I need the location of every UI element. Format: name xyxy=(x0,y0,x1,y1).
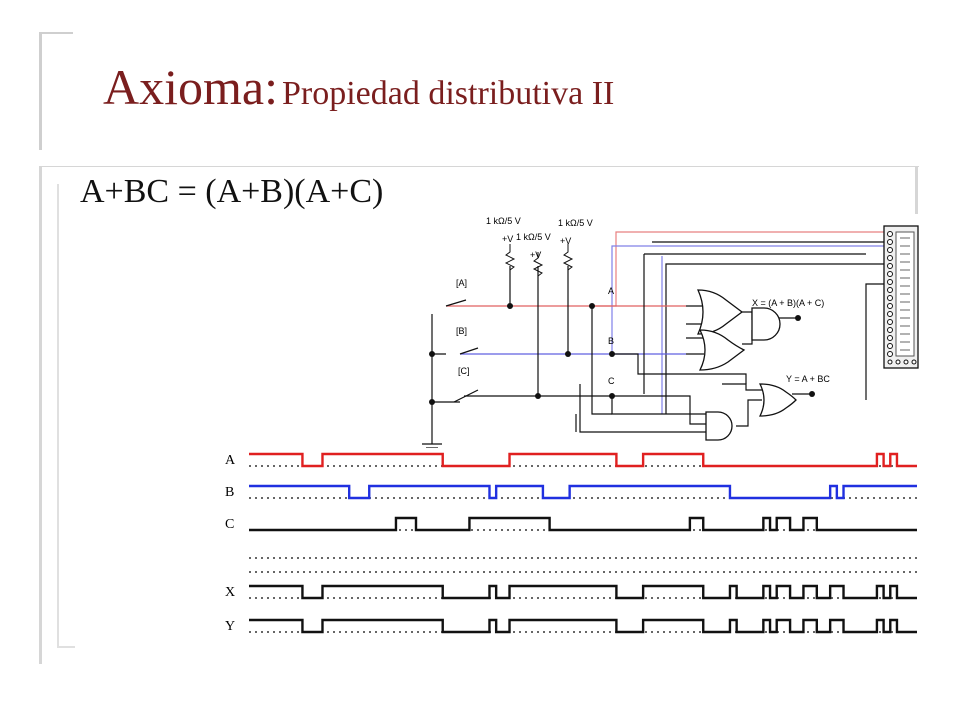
content-frame xyxy=(39,166,919,664)
bullet-bracket xyxy=(57,184,75,648)
switch-b-label: [B] xyxy=(456,326,467,336)
signal-label-a: A xyxy=(225,453,236,468)
resistor-3-label: 1 kΩ/5 V xyxy=(558,218,593,228)
supply-1-label: +V xyxy=(502,234,513,244)
switch-b xyxy=(459,347,479,355)
resistor-3 xyxy=(562,244,574,274)
resistor-1-label: 1 kΩ/5 V xyxy=(486,216,521,226)
supply-2-label: +V xyxy=(530,250,541,260)
title-bracket xyxy=(39,32,73,150)
or-gate-y xyxy=(758,383,797,417)
or-gate-a-b xyxy=(696,289,744,335)
waveform-x xyxy=(249,584,917,600)
output-y-label: Y = A + BC xyxy=(786,374,830,384)
signal-label-x: X xyxy=(225,585,235,600)
wire-y-to-probe xyxy=(865,283,886,400)
circuit-schematic: [A] [B] [C] 1 kΩ/5 V 1 kΩ/5 V 1 kΩ/5 V +… xyxy=(422,216,919,453)
resistor-1 xyxy=(504,244,516,274)
node-b-label: B xyxy=(608,336,614,346)
wire-a-to-probe xyxy=(592,231,886,307)
resistor-2-label: 1 kΩ/5 V xyxy=(516,232,551,242)
switch-c-label: [C] xyxy=(458,366,470,376)
waveform-y xyxy=(249,618,917,634)
supply-3-label: +V xyxy=(560,236,571,246)
resistor-2 xyxy=(532,252,544,277)
and-gate-x xyxy=(751,307,781,341)
signal-label-b: B xyxy=(225,485,234,500)
signal-label-y: Y xyxy=(225,619,235,634)
and-gate-bc xyxy=(705,411,733,441)
waveform-c xyxy=(249,516,917,532)
logic-probe-display xyxy=(883,225,919,369)
signal-label-c: C xyxy=(225,517,234,532)
content-frame-edge xyxy=(915,166,918,214)
switch-c xyxy=(453,389,479,403)
equation-text: A+BC = (A+B)(A+C) xyxy=(80,173,384,210)
or-gate-a-c xyxy=(698,329,746,371)
switch-a xyxy=(445,299,467,307)
switch-a-label: [A] xyxy=(456,278,467,288)
slide-title: Axioma: Propiedad distributiva II xyxy=(103,62,614,112)
timing-diagram: A B C X Y xyxy=(225,448,919,658)
wire-b-to-probe xyxy=(611,245,886,354)
waveform-a xyxy=(249,452,917,468)
title-sub: Propiedad distributiva II xyxy=(281,75,615,112)
output-x-label: X = (A + B)(A + C) xyxy=(752,298,824,308)
title-main: Axioma: xyxy=(103,59,278,115)
node-a-label: A xyxy=(608,286,614,296)
wire-c-to-probe xyxy=(665,263,886,396)
waveform-b xyxy=(249,484,917,500)
node-c-label: C xyxy=(608,376,615,386)
